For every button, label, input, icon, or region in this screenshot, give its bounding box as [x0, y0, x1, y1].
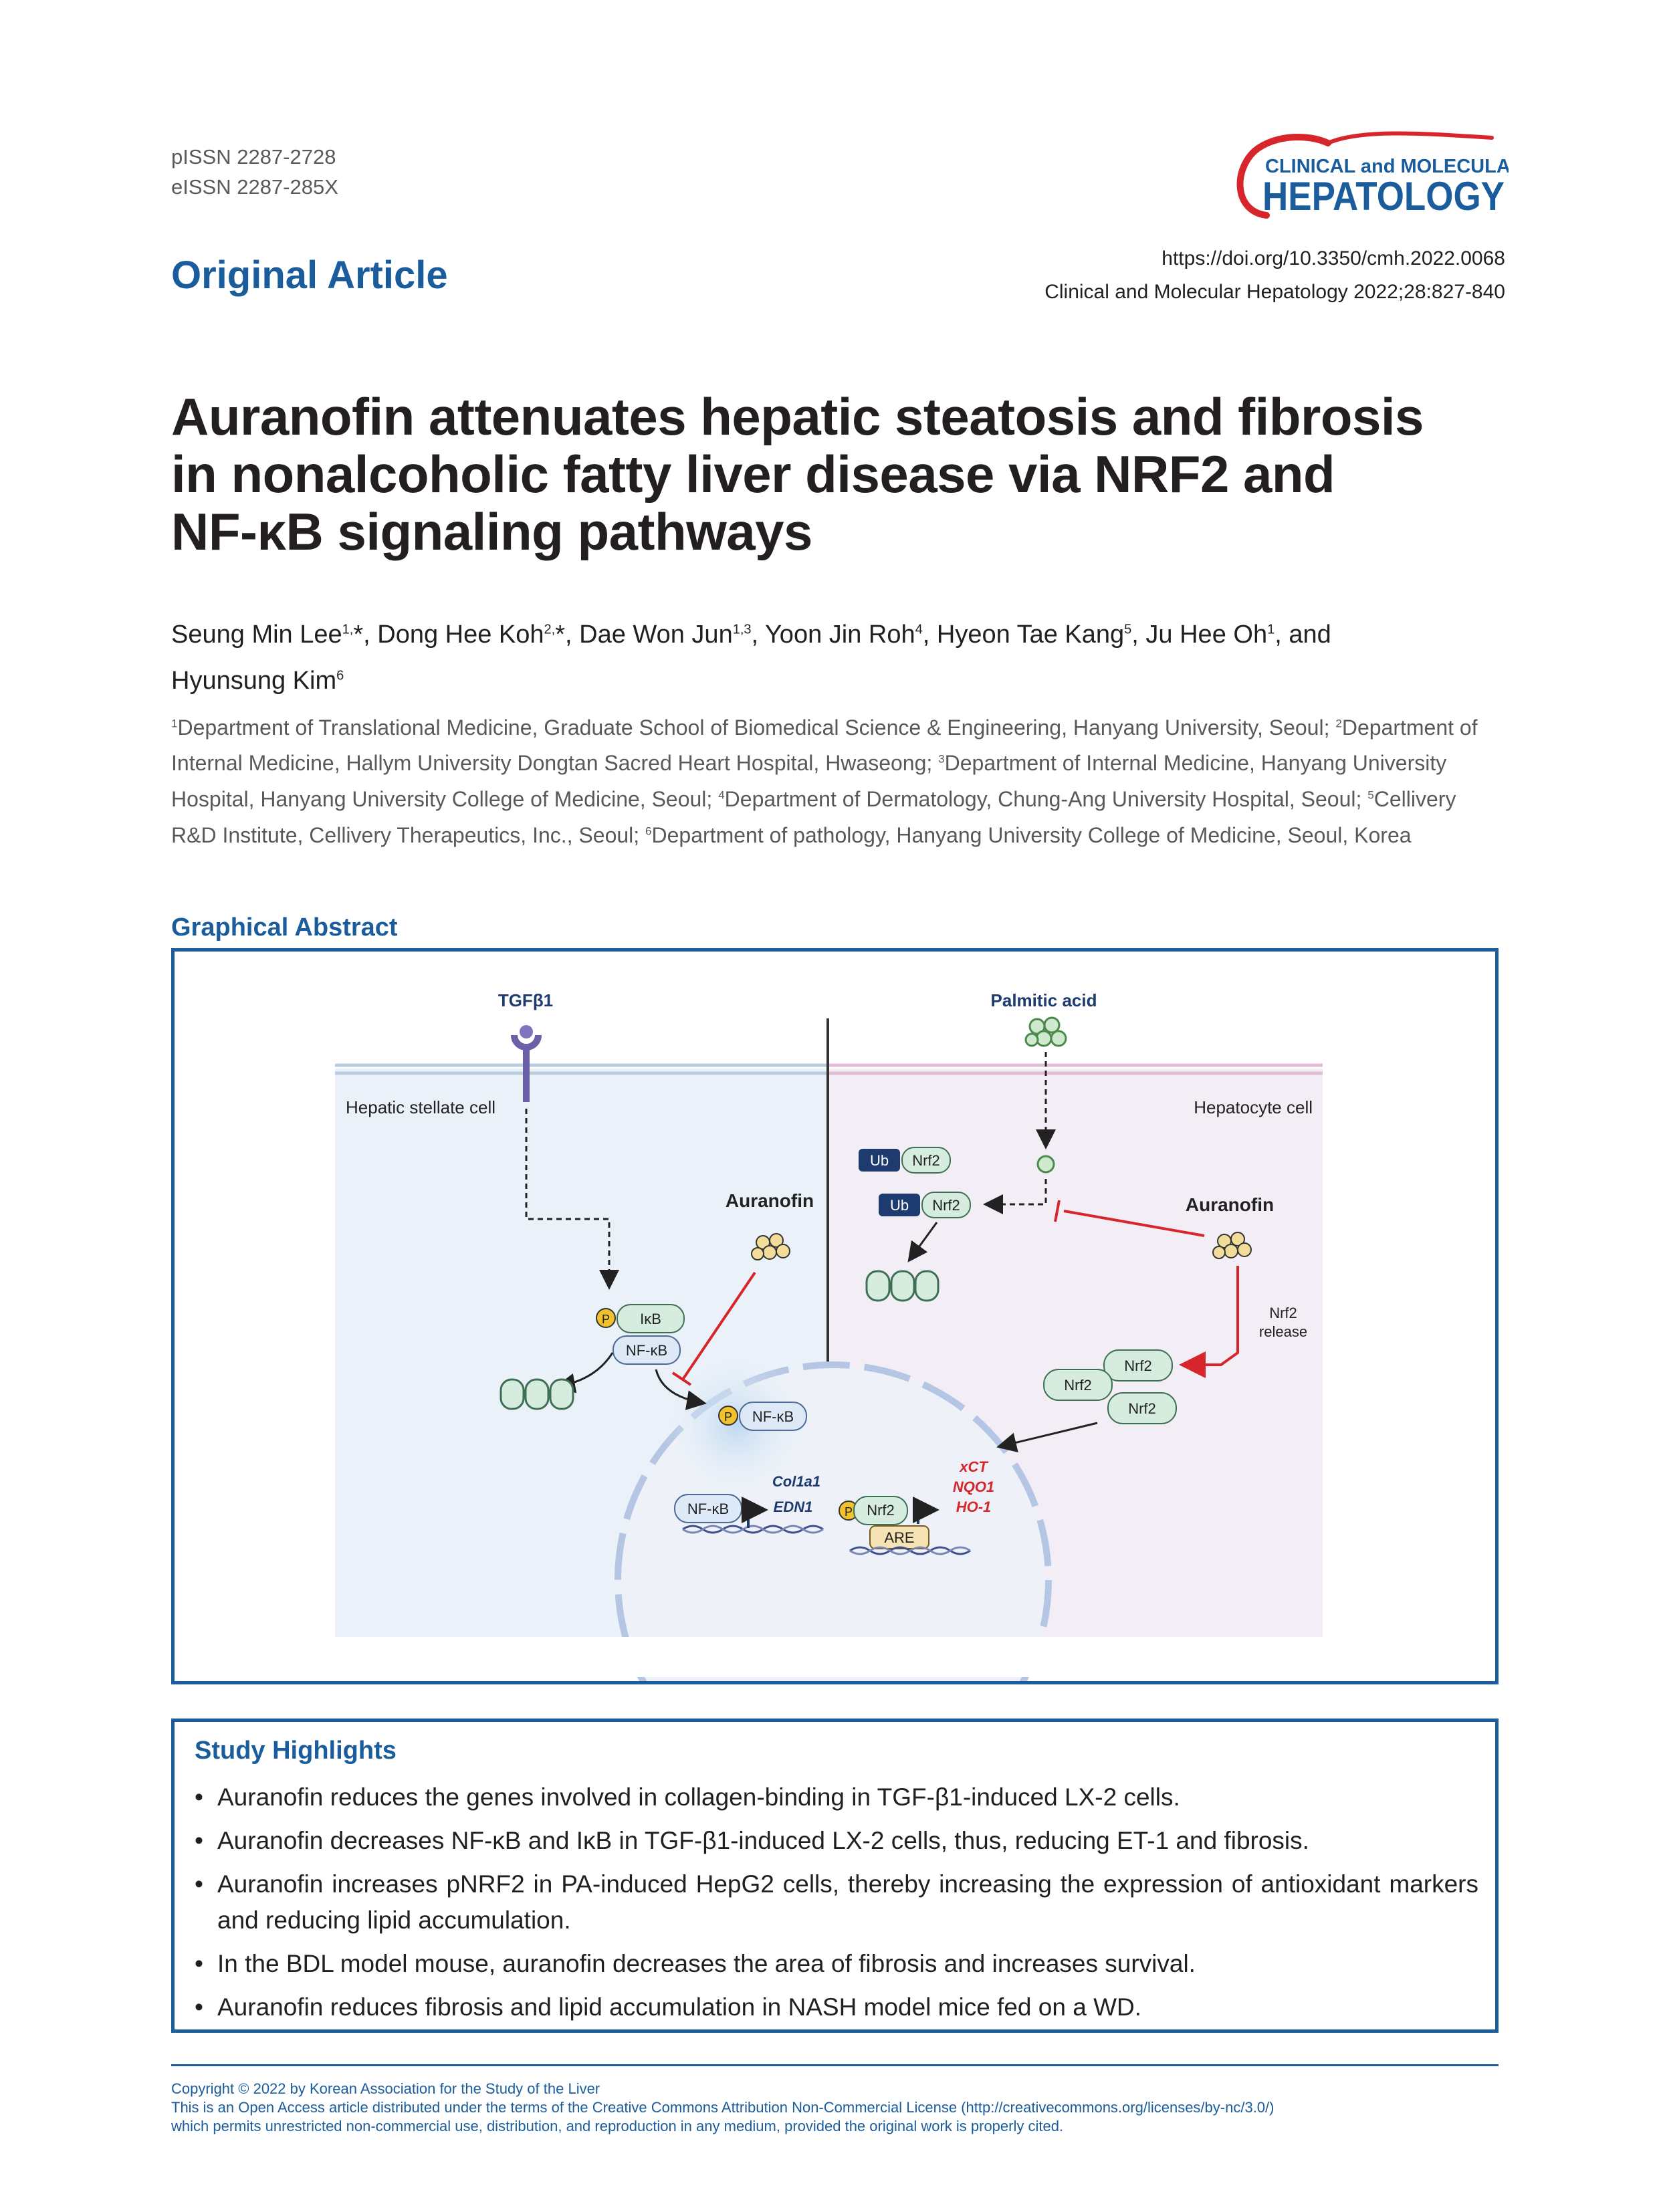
doi-block: https://doi.org/10.3350/cmh.2022.0068 Cl… [1044, 242, 1505, 309]
palmitic-acid-icon [1024, 1016, 1067, 1047]
study-highlights: Study Highlights Auranofin reduces the g… [171, 1719, 1499, 2033]
proteasome-icon [865, 1270, 939, 1302]
proteasome-icon [500, 1378, 574, 1410]
affiliation: 4Department of Dermatology, Chung-Ang Un… [718, 786, 1368, 811]
author: Yoon Jin Roh4, [764, 620, 937, 649]
ub-nrf2-complex: Ub Nrf2 [859, 1147, 951, 1174]
edn1-gene: EDN1 [774, 1499, 813, 1515]
journal-citation: Clinical and Molecular Hepatology 2022;2… [1044, 281, 1505, 303]
copyright-line: Copyright © 2022 by Korean Association f… [171, 2080, 600, 2097]
svg-text:P: P [602, 1313, 610, 1326]
author: Hyeon Tae Kang5, [936, 620, 1146, 649]
graphical-abstract: TGFβ1 Palmitic acid Hepatic stellate cel… [171, 948, 1499, 1684]
pissn: pISSN 2287-2728 [171, 145, 336, 169]
inhibition-line [681, 1271, 756, 1381]
author: Dae Won Jun1,3, [579, 620, 765, 649]
inhibition-line [1063, 1210, 1205, 1237]
tgfb1-label: TGFβ1 [498, 990, 553, 1010]
journal-logo: CLINICAL and MOLECULAR HEPATOLOGY [1236, 131, 1509, 219]
issn-block: pISSN 2287-2728 eISSN 2287-285X [171, 142, 338, 202]
affiliation: 6Department of pathology, Hanyang Univer… [645, 822, 1412, 847]
study-highlights-heading: Study Highlights [195, 1737, 397, 1765]
author-list: Seung Min Lee1,*, Dong Hee Koh2,*, Dae W… [171, 609, 1502, 701]
svg-text:P: P [845, 1505, 853, 1519]
nrf2-release-label-2: release [1259, 1323, 1307, 1340]
svg-text:Nrf2: Nrf2 [1064, 1377, 1092, 1394]
svg-text:P: P [724, 1410, 732, 1424]
auranofin-label-left: Auranofin [726, 1190, 814, 1211]
nrf2-release-label-1: Nrf2 [1269, 1305, 1297, 1321]
pathway-diagram: TGFβ1 Palmitic acid Hepatic stellate cel… [335, 990, 1323, 1681]
article-type: Original Article [171, 253, 448, 297]
author: Ju Hee Oh1, and [1145, 620, 1331, 649]
svg-text:Nrf2: Nrf2 [1124, 1357, 1152, 1374]
svg-text:NF-κB: NF-κB [687, 1501, 729, 1517]
highlight-item: Auranofin decreases NF-κB and IκB in TGF… [195, 1823, 1478, 1859]
affiliation: 2Department of Internal Medicine, Hallym… [171, 715, 1478, 776]
author: Seung Min Lee1,*, [171, 620, 378, 649]
graphical-abstract-heading: Graphical Abstract [171, 913, 398, 942]
affiliation: 1Department of Translational Medicine, G… [171, 715, 1336, 740]
ho1-gene: HO-1 [956, 1499, 992, 1515]
footer-rule [171, 2064, 1499, 2066]
license-line-2: which permits unrestricted non-commercia… [171, 2118, 1064, 2134]
ikb-nfkb-complex: P IκB NF-κB [596, 1304, 685, 1365]
svg-text:Ub: Ub [870, 1152, 889, 1169]
highlight-item: Auranofin reduces fibrosis and lipid acc… [195, 1989, 1478, 2025]
copyright-block: Copyright © 2022 by Korean Association f… [171, 2080, 1502, 2136]
title-line-1: Auranofin attenuates hepatic steatosis a… [171, 387, 1424, 446]
highlight-item: In the BDL model mouse, auranofin decrea… [195, 1946, 1478, 1982]
author: Hyunsung Kim6 [171, 667, 344, 695]
svg-text:ARE: ARE [884, 1529, 914, 1546]
nfkb-dna-binding: NF-κB [674, 1494, 824, 1534]
affiliations: 1Department of Translational Medicine, G… [171, 707, 1502, 851]
svg-text:Nrf2: Nrf2 [867, 1502, 895, 1519]
ub-nrf2-complex: Ub Nrf2 [879, 1192, 971, 1218]
author: Dong Hee Koh2,*, [377, 620, 580, 649]
svg-text:Ub: Ub [890, 1197, 909, 1214]
highlight-item: Auranofin reduces the genes involved in … [195, 1779, 1478, 1815]
free-nrf2-group: Nrf2 Nrf2 Nrf2 [1043, 1349, 1177, 1424]
tgfb1-receptor-icon [511, 1025, 542, 1102]
highlight-item: Auranofin increases pNRF2 in PA-induced … [195, 1866, 1478, 1939]
auranofin-icon [751, 1233, 790, 1260]
xct-gene: xCT [959, 1458, 988, 1475]
hepatocyte-cell-label: Hepatocyte cell [1194, 1097, 1313, 1117]
svg-text:Nrf2: Nrf2 [912, 1152, 940, 1169]
eissn: eISSN 2287-285X [171, 175, 338, 199]
nrf2-are-binding: P Nrf2 ARE [839, 1496, 971, 1555]
svg-text:NF-κB: NF-κB [626, 1342, 667, 1359]
palmitic-acid-label: Palmitic acid [991, 990, 1097, 1010]
col1a1-gene: Col1a1 [772, 1473, 820, 1490]
title-line-2: in nonalcoholic fatty liver disease via … [171, 445, 1335, 504]
title-line-3: NF-κB signaling pathways [171, 502, 812, 561]
svg-text:IκB: IκB [640, 1311, 661, 1327]
license-line-1: This is an Open Access article distribut… [171, 2099, 1275, 2116]
doi-link[interactable]: https://doi.org/10.3350/cmh.2022.0068 [1162, 247, 1505, 269]
auranofin-icon [1212, 1232, 1252, 1259]
svg-text:Nrf2: Nrf2 [1128, 1400, 1156, 1417]
svg-text:Nrf2: Nrf2 [932, 1197, 960, 1214]
palmitic-acid-molecule [1036, 1155, 1055, 1174]
logo-line1: CLINICAL and MOLECULAR [1265, 156, 1509, 177]
affiliation: 3Department of Internal Medicine, Hanyan… [171, 751, 1447, 811]
nqo1-gene: NQO1 [953, 1478, 994, 1495]
affiliation: 5Cellivery R&D Institute, Cellivery Ther… [171, 786, 1456, 847]
svg-text:NF-κB: NF-κB [752, 1408, 794, 1425]
article-title: Auranofin attenuates hepatic steatosis a… [171, 388, 1502, 560]
hepatic-stellate-cell-label: Hepatic stellate cell [346, 1097, 495, 1117]
auranofin-label-right: Auranofin [1186, 1194, 1274, 1215]
logo-line2: HEPATOLOGY [1262, 174, 1505, 219]
phospho-nfkb: P NF-κB [718, 1402, 807, 1431]
highlights-list: Auranofin reduces the genes involved in … [195, 1779, 1478, 2033]
